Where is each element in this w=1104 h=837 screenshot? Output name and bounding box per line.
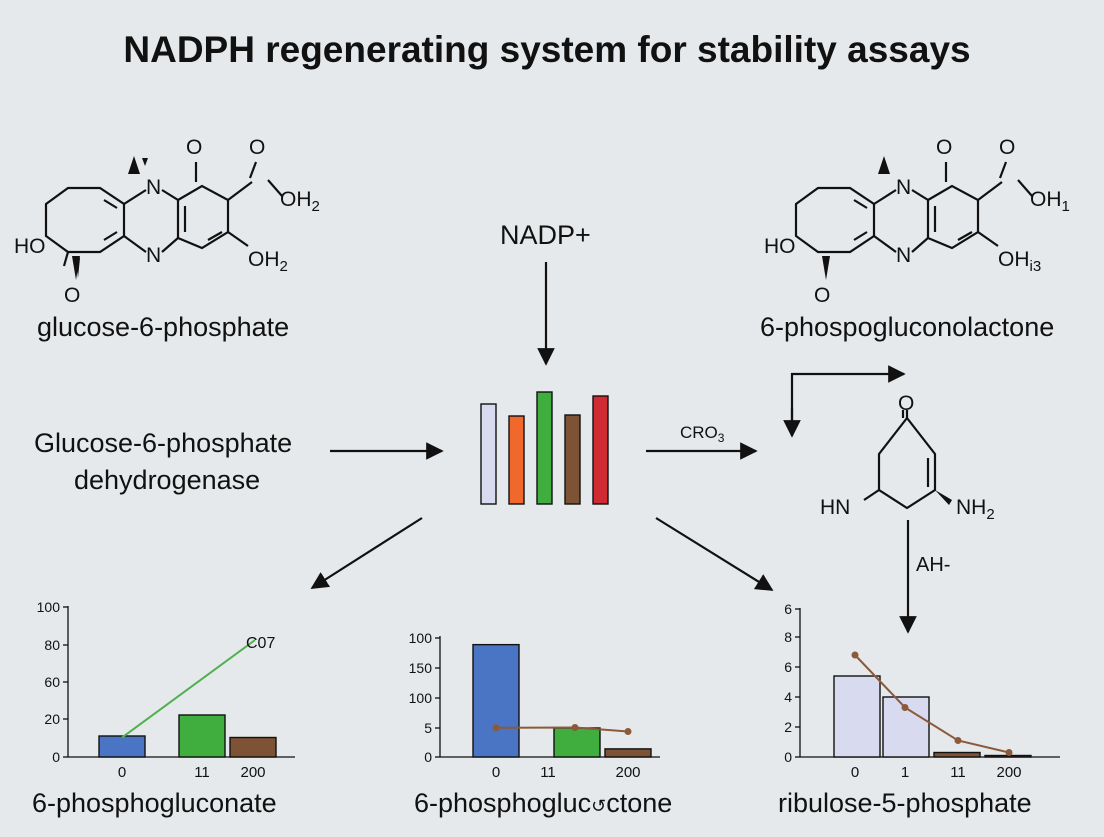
ring-nh2: NH2 [956,496,995,523]
right-ho: HO [764,235,796,258]
right-side-oh: OHi3 [998,248,1041,275]
chart-0-annotation: C07 [246,635,275,652]
chart-0-category-label: 11 [194,764,210,781]
enzyme-label-line2: dehydrogenase [74,465,260,495]
left-molecule: O O OH2 N N HO O OH2 [14,136,320,307]
left-ho: HO [14,235,46,258]
chart-2-category-label: 200 [996,764,1021,781]
chart-0-bar-1 [178,714,226,758]
chart-2-tick-label: 6 [784,601,792,617]
chart-1-bar-2 [604,748,652,758]
chart-1-category-label: 0 [492,764,500,781]
chart-2-series-point-1 [901,704,909,711]
chart-2-series-point-3 [1005,749,1013,756]
chart-left: 0 20 60 80 100 0 11 200 C07 [37,599,295,781]
step-label: AH- [916,554,950,576]
right-acid-oh: OH1 [1030,188,1070,215]
loop-arrow-right [790,365,906,432]
chart-1-bar-1 [553,727,601,758]
chart-0-tick-label: 80 [44,637,60,653]
chart-1-series-point-1 [571,724,579,732]
chart-0-tick-label: 60 [44,674,60,690]
center-bar-3 [564,414,581,505]
right-ring-n-top: N [896,176,911,199]
ring-hn: HN [820,496,850,519]
chart-2-tick-label: 6 [784,659,792,675]
chart-1-tick-label: 100 [409,630,433,646]
center-bar-icon [480,391,609,505]
chart-2-series-point-2 [954,737,962,744]
chart-0-category-label: 0 [118,764,126,781]
chart-1-tick-label: 100 [409,690,433,706]
chart-2-category-label: 11 [950,764,966,781]
chart-1-category-label: 200 [615,764,640,781]
chart-2-tick-label: 8 [784,629,792,645]
chart-2-category-label: 0 [851,764,859,781]
arrow-to-left-chart [310,517,423,589]
chart-1-bar-0 [472,643,520,758]
center-bar-1 [508,415,525,505]
chart-2-tick-label: 2 [784,719,792,735]
left-bottom-oxygen: O [64,284,80,307]
bottom-left-label: 6-phosphogluconate [32,788,277,818]
center-bar-0 [480,403,497,505]
chart-2-bar-0 [833,675,881,758]
cofactor-label: NADP+ [500,220,591,250]
left-ring-n-top: N [146,176,161,199]
chart-1-tick-label: 5 [424,720,432,736]
reagent-label: CRO3 [680,423,725,445]
chart-2-category-label: 1 [901,764,909,781]
chart-1-category-label: 11 [540,764,556,781]
chart-0-tick-label: 20 [44,711,60,727]
right-molecule-label: 6-phospogluconolactone [760,312,1054,342]
right-molecule: O O OH1 N N HO O OHi3 [764,136,1070,307]
bottom-right-label: ribulose-5-phosphate [778,788,1032,818]
chart-2-tick-label: 0 [784,749,792,765]
enzyme-label-line1: Glucose-6-phosphate [34,428,292,458]
left-ring-n-bottom: N [146,244,161,267]
center-bar-4 [592,395,609,505]
chart-1-tick-label: 150 [409,660,433,676]
left-acid-oh: OH2 [280,188,320,215]
chart-1-series-point-2 [624,727,632,735]
ring-molecule: O HN NH2 [820,392,995,523]
chart-0-trend-line [121,639,256,739]
center-bar-2 [536,391,553,505]
chart-2-series-line [854,654,1010,754]
chart-0-category-label: 200 [240,764,265,781]
chart-0-tick-label: 0 [52,749,60,765]
left-acid-oxygen: O [249,136,265,159]
chart-1-tick-label: 0 [424,749,432,765]
right-top-oxygen: O [936,136,952,159]
arrow-to-right-chart [655,517,774,591]
page-title: NADPH regenerating system for stability … [123,29,970,70]
left-top-oxygen: O [186,136,202,159]
chart-middle: 0 5 100 150 100 0 11 200 [409,630,660,781]
right-bottom-oxygen: O [814,284,830,307]
chart-0-bar-2 [229,736,277,758]
left-side-oh: OH2 [248,248,288,275]
right-acid-oxygen: O [999,136,1015,159]
ring-top-oxygen: O [898,392,914,415]
chart-2-tick-label: 4 [784,689,792,705]
chart-0-bar-0 [98,735,146,758]
left-molecule-label: glucose-6-phosphate [37,312,289,342]
chart-2-series-point-0 [851,651,859,659]
bottom-middle-label: 6-phosphogluc↺ctone [414,788,672,818]
chart-1-series-point-0 [492,724,500,732]
chart-2-bar-2 [933,751,981,758]
chart-0-tick-label: 100 [37,599,61,615]
right-ring-n-bottom: N [896,244,911,267]
